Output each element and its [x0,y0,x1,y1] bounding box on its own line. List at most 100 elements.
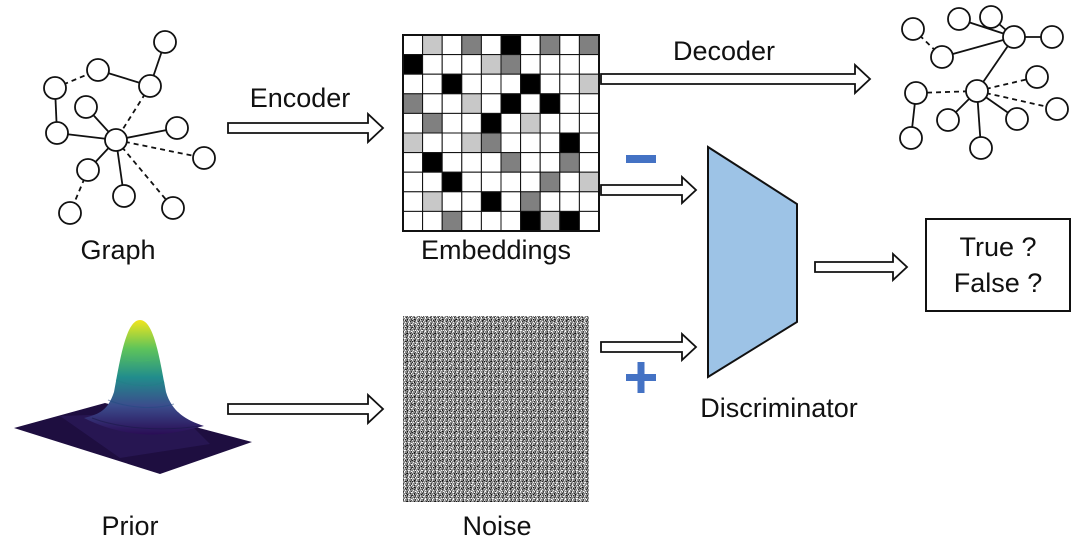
matrix-cell [480,171,502,193]
matrix-cell [559,191,580,212]
matrix-cell [480,73,502,95]
matrix-cell [480,54,502,75]
matrix-cell [402,210,424,232]
matrix-cell [461,210,482,232]
matrix-cell [461,152,482,173]
matrix-cell [559,34,580,56]
matrix-cell [539,54,561,75]
matrix-cell [402,132,424,154]
noise-to-discriminator-arrow [600,331,698,363]
matrix-cell [441,112,463,134]
matrix-cell [480,34,502,56]
matrix-cell [500,171,522,193]
matrix-cell [480,191,502,212]
matrix-cell [441,93,463,114]
matrix-cell [461,93,482,114]
matrix-cell [422,93,443,114]
matrix-cell [500,54,522,75]
matrix-cell [539,132,561,154]
reconstructed-graph [899,5,1069,160]
matrix-cell [461,191,482,212]
decoder-arrow [600,62,872,96]
matrix-cell [520,112,541,134]
matrix-cell [578,132,600,154]
embedding-to-discriminator-arrow [600,174,698,206]
matrix-cell [402,152,424,173]
matrix-cell [402,34,424,56]
matrix-cell [461,132,482,154]
matrix-cell [402,93,424,114]
matrix-cell [559,112,580,134]
matrix-cell [461,34,482,56]
discriminator-to-output-arrow [814,251,909,283]
embedding-matrix [402,34,600,232]
matrix-cell [402,73,424,95]
matrix-cell [520,73,541,95]
prior-to-noise-arrow [227,392,385,426]
matrix-cell [578,34,600,56]
matrix-cell [441,152,463,173]
matrix-cell [422,34,443,56]
matrix-cell [441,171,463,193]
matrix-cell [500,34,522,56]
noise-image [403,316,589,502]
matrix-cell [402,112,424,134]
matrix-cell [520,34,541,56]
matrix-cell [500,132,522,154]
input-graph [43,30,216,225]
matrix-cell [559,132,580,154]
matrix-cell [539,112,561,134]
matrix-cell [500,210,522,232]
matrix-cell [578,73,600,95]
matrix-cell [539,34,561,56]
matrix-cell [500,112,522,134]
matrix-cell [578,112,600,134]
prior-distribution [14,320,252,474]
negative-sign [626,155,656,163]
matrix-cell [578,93,600,114]
matrix-cell [441,210,463,232]
matrix-cell [461,54,482,75]
noise-label: Noise [462,511,532,541]
output-false: False ? [953,268,1043,298]
matrix-cell [559,73,580,95]
matrix-cell [520,132,541,154]
output-box: True ? False ? [925,218,1071,312]
matrix-cell [402,171,424,193]
matrix-cell [520,210,541,232]
matrix-cell [441,132,463,154]
graph-label: Graph [80,235,156,265]
matrix-cell [422,54,443,75]
matrix-cell [461,171,482,193]
matrix-cell [520,152,541,173]
embeddings-label: Embeddings [420,235,572,265]
discriminator-label: Discriminator [700,393,858,423]
matrix-cell [578,210,600,232]
matrix-cell [578,152,600,173]
matrix-cell [441,34,463,56]
matrix-cell [480,93,502,114]
matrix-cell [500,93,522,114]
matrix-cell [578,191,600,212]
matrix-cell [539,210,561,232]
matrix-cell [559,152,580,173]
matrix-cell [480,132,502,154]
matrix-cell [520,191,541,212]
matrix-cell [461,112,482,134]
matrix-cell [520,54,541,75]
discriminator-block [707,145,798,379]
matrix-cell [422,132,443,154]
matrix-cell [422,210,443,232]
matrix-cell [500,191,522,212]
matrix-border [402,34,600,232]
matrix-cell [578,54,600,75]
matrix-cell [422,73,443,95]
matrix-cell [539,171,561,193]
matrix-cell [402,191,424,212]
matrix-cell [539,73,561,95]
matrix-cell [539,191,561,212]
matrix-cell [559,54,580,75]
output-true: True ? [959,232,1037,262]
matrix-cell [559,171,580,193]
